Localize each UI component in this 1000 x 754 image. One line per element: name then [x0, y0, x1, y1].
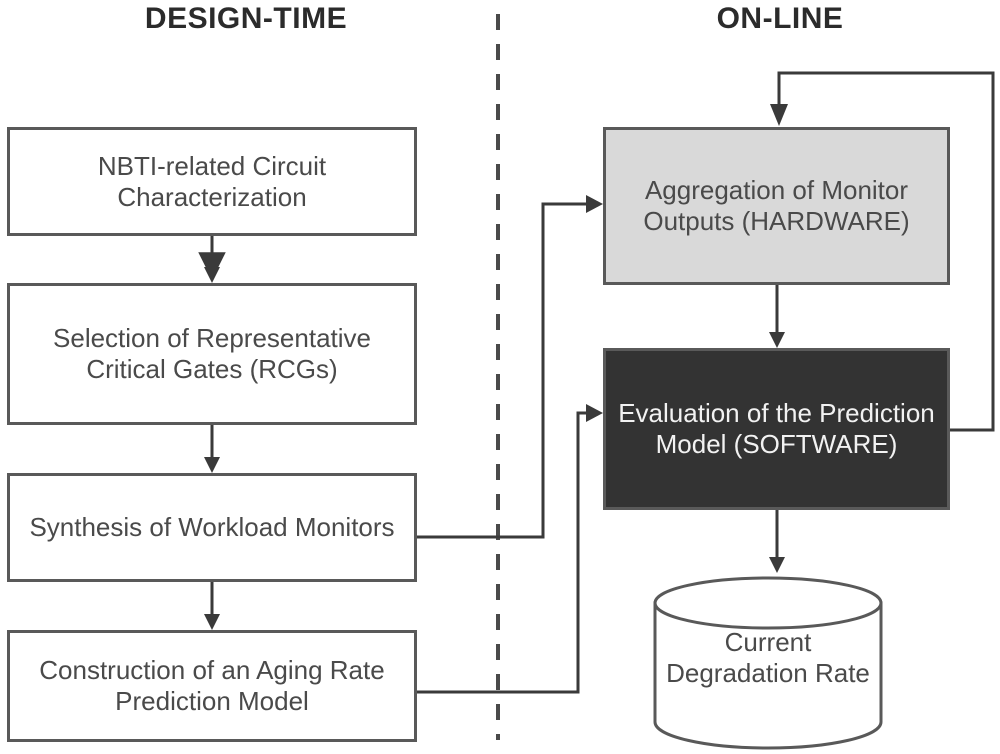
node-label: Evaluation of the Prediction Model (SOFT… [618, 398, 935, 459]
design-time-header: DESIGN-TIME [144, 2, 348, 35]
link-model-to-evaluation [417, 411, 592, 694]
datastore-label: Current Degradation Rate [666, 627, 870, 688]
arrowhead-evaluation-to-datastore [769, 557, 785, 573]
node-label: Synthesis of Workload Monitors [29, 512, 395, 543]
node-prediction-evaluation[interactable]: Evaluation of the Prediction Model (SOFT… [603, 348, 950, 510]
node-rcg-selection[interactable]: Selection of Representative Critical Gat… [7, 283, 417, 425]
datastore-current-degradation-rate[interactable]: Current Degradation Rate [652, 575, 884, 750]
node-workload-monitors[interactable]: Synthesis of Workload Monitors [7, 473, 417, 582]
arrowhead-rcg [204, 457, 220, 473]
link-monitors-to-aggregation [417, 202, 592, 539]
node-nbti-characterization[interactable]: NBTI-related Circuit Characterization [7, 127, 417, 236]
arrowhead-model-to-evaluation [586, 404, 603, 422]
cylinder-shape [653, 576, 883, 750]
online-header: ON-LINE [716, 2, 844, 35]
node-label: Selection of Representative Critical Gat… [53, 323, 371, 384]
node-label: Construction of an Aging Rate Prediction… [39, 655, 385, 716]
node-label: Aggregation of Monitor Outputs (HARDWARE… [643, 175, 910, 236]
node-aging-rate-model[interactable]: Construction of an Aging Rate Prediction… [7, 630, 417, 742]
arrowhead-feedback [770, 104, 788, 126]
arrowhead-nbti [204, 267, 220, 283]
node-monitor-aggregation[interactable]: Aggregation of Monitor Outputs (HARDWARE… [603, 127, 950, 285]
node-label: NBTI-related Circuit Characterization [97, 150, 327, 212]
arrowhead-monitors-to-aggregation [586, 195, 603, 213]
arrowhead-aggregation-to-evaluation [769, 332, 785, 348]
arrowhead-monitors [204, 614, 220, 630]
